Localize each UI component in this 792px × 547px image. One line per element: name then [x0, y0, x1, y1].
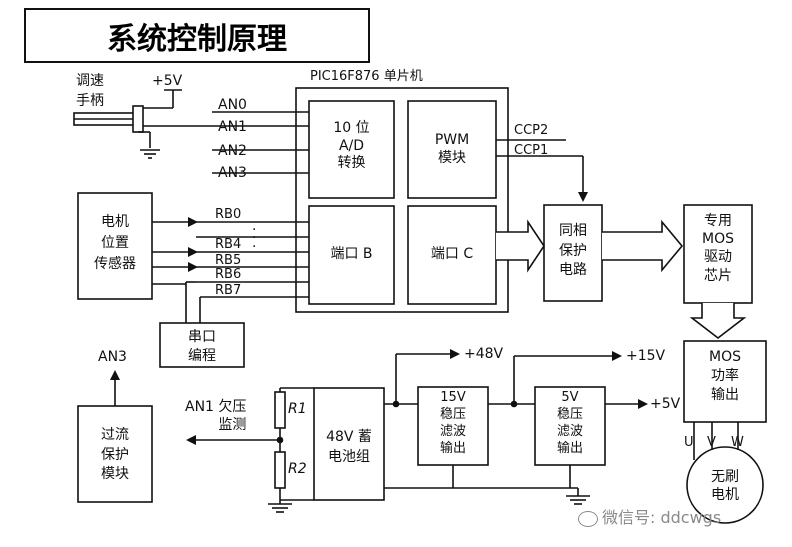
an3-label: AN3 — [218, 165, 247, 181]
rb4-label: RB4 — [215, 237, 242, 252]
w-label: W — [731, 435, 744, 450]
motor-label: 无刷 电机 — [711, 469, 739, 504]
r1-label: R1 — [288, 401, 307, 417]
serial-label: 串口 编程 — [188, 329, 216, 364]
plus15v-label: +15V — [626, 348, 666, 364]
port-b-label: 端口 B — [330, 246, 373, 262]
rb5-label: RB5 — [215, 253, 242, 268]
battery-box — [313, 387, 385, 501]
ccp2-label: CCP2 — [514, 123, 549, 138]
adc-label: 10 位 A/D 转换 — [333, 120, 370, 171]
plus5v-out-label: +5V — [650, 396, 681, 412]
motor-sensor-box — [77, 192, 153, 300]
battery-label: 48V 蓄 电池组 — [326, 429, 372, 465]
port-c-label: 端口 C — [430, 246, 474, 262]
rb-dots: ··· — [252, 222, 257, 255]
pwm-box — [407, 100, 497, 199]
watermark-text: 微信号: ddcwgs — [602, 508, 722, 527]
motor-circle — [686, 446, 764, 524]
mos-power-box — [683, 340, 767, 423]
an3-out-label: AN3 — [98, 349, 127, 365]
r2-label: R2 — [288, 461, 307, 477]
u-label: U — [684, 435, 694, 450]
plus48v-label: +48V — [464, 346, 504, 362]
ccp1-label: CCP1 — [514, 143, 549, 158]
an0-label: AN0 — [218, 97, 247, 113]
serial-box — [159, 322, 245, 368]
motor-sensor-label: 电机 位置 传感器 — [94, 214, 136, 272]
mcu-box — [295, 87, 509, 313]
plus5v-top-label: +5V — [152, 73, 183, 89]
an2-label: AN2 — [218, 143, 247, 159]
wechat-icon — [578, 510, 598, 527]
an1-label: AN1 — [218, 119, 247, 135]
rb0-label: RB0 — [215, 207, 242, 222]
v-label: V — [707, 435, 716, 450]
rb6-label: RB6 — [215, 267, 242, 282]
pwm-label: PWM 模块 — [434, 132, 470, 166]
an1-under-label: AN1 欠压 监测 — [185, 399, 247, 434]
mos-driver-label: 专用 MOS 驱动 芯片 — [702, 213, 734, 284]
watermark: 微信号: ddcwgs — [578, 504, 721, 528]
speed-handle-label: 调速 手柄 — [76, 73, 104, 109]
mos-power-label: MOS 功率 输出 — [709, 349, 741, 403]
sync-protect-label: 同相 保护 电路 — [559, 223, 587, 279]
port-b-box — [308, 205, 395, 305]
reg15-label: 15V 稳压 滤波 输出 — [439, 390, 466, 456]
overcurrent-label: 过流 保护 模块 — [101, 427, 129, 483]
diagram-title: 系统控制原理 — [24, 8, 370, 63]
rb7-label: RB7 — [215, 283, 242, 298]
mcu-label: PIC16F876 单片机 — [310, 69, 423, 84]
reg5-label: 5V 稳压 滤波 输出 — [556, 390, 583, 456]
